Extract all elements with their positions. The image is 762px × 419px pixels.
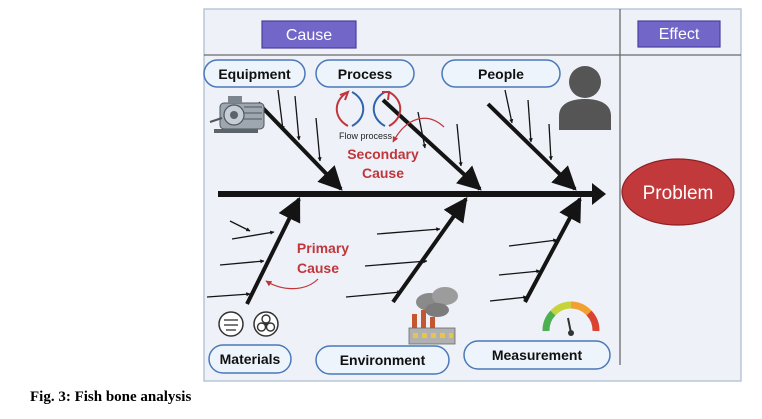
cause-header-box — [261, 20, 357, 49]
bone-measurement — [523, 196, 582, 303]
bone-equipment — [256, 101, 343, 191]
sub-cause-arrows — [206, 89, 558, 302]
primary-cause-pointer — [265, 278, 319, 290]
figure-caption: Fig. 3: Fish bone analysis — [30, 389, 192, 405]
biohazard-icon — [253, 311, 279, 337]
category-pill-equipment — [203, 59, 306, 88]
factory-icon — [408, 287, 458, 345]
category-label-people: People — [478, 66, 524, 82]
problem-label: Problem — [643, 183, 714, 204]
category-label-equipment: Equipment — [218, 66, 291, 82]
bone-people — [486, 102, 577, 191]
recycle-symbol-icon — [218, 311, 244, 337]
gauge-icon — [542, 301, 600, 336]
effect-header: Effect — [659, 26, 700, 43]
category-label-process: Process — [338, 66, 393, 82]
cause-header: Cause — [286, 27, 332, 44]
category-label-materials: Materials — [220, 351, 281, 367]
category-label-environment: Environment — [340, 352, 426, 368]
secondary-cause-line1: Secondary — [347, 146, 419, 162]
primary-cause-line2: Cause — [297, 260, 339, 276]
person-icon — [559, 66, 611, 130]
category-pill-environment — [315, 345, 450, 375]
primary-cause-line1: Primary — [297, 240, 349, 256]
category-pill-materials — [208, 344, 292, 374]
category-label-measurement: Measurement — [492, 347, 583, 363]
effect-header-box — [637, 20, 721, 48]
pump-icon — [209, 96, 265, 133]
flow-process-label: Flow process — [339, 131, 393, 141]
secondary-cause-pointer — [392, 117, 445, 143]
bone-materials — [245, 196, 301, 305]
category-pill-measurement — [463, 340, 611, 370]
category-pill-people — [441, 59, 561, 88]
secondary-cause-line2: Cause — [362, 165, 404, 181]
category-pill-process — [315, 59, 415, 88]
bone-environment — [391, 197, 468, 304]
flow-process-icon — [335, 90, 402, 127]
spine-arrowhead — [592, 183, 606, 205]
problem-ellipse — [621, 158, 735, 226]
